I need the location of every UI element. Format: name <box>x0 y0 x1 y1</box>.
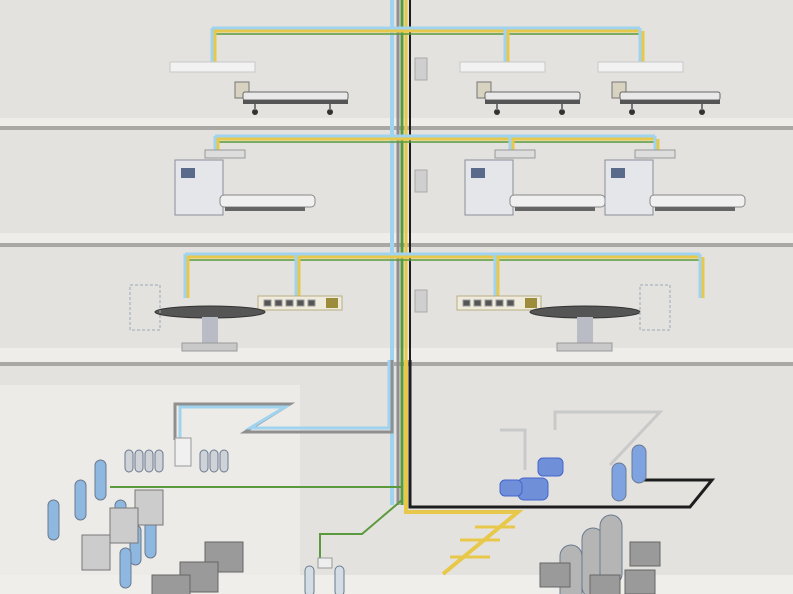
air-receiver-tank <box>74 479 87 521</box>
vacuum-piping <box>500 428 527 470</box>
air-receiver-tank <box>47 499 60 541</box>
gas-outlet <box>484 299 493 307</box>
or-pendant <box>129 284 161 331</box>
gas-outlet <box>506 299 515 307</box>
table-top <box>529 305 641 319</box>
monitor-screen <box>611 168 625 178</box>
icu-bed <box>649 194 746 208</box>
compressed-air-pipe <box>404 360 524 576</box>
icu-bed <box>219 194 316 208</box>
gas-cylinder <box>154 449 164 473</box>
table-column <box>577 317 593 345</box>
bed-wheel <box>699 109 705 115</box>
icu-bed-frame <box>655 207 735 211</box>
table-top <box>154 305 266 319</box>
vacuum-piping <box>553 410 664 467</box>
icu-bed-frame <box>515 207 595 211</box>
gas-outlet <box>462 299 471 307</box>
pendant-arm <box>634 149 676 159</box>
bed-frame <box>243 100 348 104</box>
zone-valve-box <box>414 57 428 81</box>
bed-frame <box>620 100 720 104</box>
gas-cylinder <box>209 449 219 473</box>
hospital-bed <box>476 81 581 115</box>
operating-table <box>529 305 641 352</box>
gas-outlet <box>274 299 283 307</box>
gas-outlet-panel <box>257 295 343 311</box>
air-compressor <box>624 569 656 594</box>
table-base <box>181 342 238 352</box>
icu-pendant-station <box>464 149 606 216</box>
bed-head-unit <box>169 61 256 73</box>
table-column <box>202 317 218 345</box>
air-receiver-tank <box>119 547 132 589</box>
table-base <box>556 342 613 352</box>
gas-outlet <box>473 299 482 307</box>
pendant-arm <box>204 149 246 159</box>
bed-wheel <box>559 109 565 115</box>
air-dryer <box>134 489 164 526</box>
gas-outlet <box>495 299 504 307</box>
gas-cylinder <box>124 449 134 473</box>
icu-pendant-station <box>174 149 316 216</box>
icu-bed <box>509 194 606 208</box>
gas-outlet <box>296 299 305 307</box>
air-receiver-tank <box>94 459 107 501</box>
bed-mattress <box>242 91 349 101</box>
air-dryer <box>81 534 111 571</box>
gas-outlet <box>307 299 316 307</box>
air-compressor <box>151 574 191 594</box>
gas-cylinder <box>144 449 154 473</box>
gas-outlet <box>285 299 294 307</box>
monitor-screen <box>181 168 195 178</box>
regulator-box <box>317 557 333 569</box>
air-compressor <box>589 574 621 594</box>
bed-head-unit <box>597 61 684 73</box>
monitor-screen <box>471 168 485 178</box>
gas-cylinder <box>199 449 209 473</box>
oxygen-supply-pipe <box>178 360 391 440</box>
gas-outlet <box>263 299 272 307</box>
icu-pendant-station <box>604 149 746 216</box>
power-socket <box>326 298 338 308</box>
vacuum-exhaust-pipe <box>408 360 716 509</box>
bed-mattress <box>484 91 581 101</box>
vacuum-pump <box>499 479 523 497</box>
bed-wheel <box>629 109 635 115</box>
air-compressor <box>629 541 661 567</box>
vacuum-receiver-tank <box>611 462 627 502</box>
ground-strip <box>0 575 793 594</box>
air-dryer <box>109 507 139 544</box>
vacuum-pump <box>537 457 564 477</box>
bed-frame <box>485 100 580 104</box>
power-socket <box>525 298 537 308</box>
hospital-bed <box>611 81 721 115</box>
bed-wheel <box>494 109 500 115</box>
cylinder <box>304 565 315 594</box>
or-pendant <box>639 284 671 331</box>
operating-table <box>154 305 266 352</box>
bed-wheel <box>252 109 258 115</box>
bed-head-unit <box>459 61 546 73</box>
pendant-arm <box>494 149 536 159</box>
gas-cylinder <box>134 449 144 473</box>
zone-valve-box <box>414 289 428 313</box>
gas-cylinder <box>219 449 229 473</box>
hospital-bed <box>234 81 349 115</box>
cylinder <box>334 565 345 594</box>
air-compressor <box>539 562 571 588</box>
bed-mattress <box>619 91 721 101</box>
gas-outlet-panel <box>456 295 542 311</box>
bed-wheel <box>327 109 333 115</box>
zone-valve-box <box>414 169 428 193</box>
air-branch-pipe <box>319 487 403 560</box>
oxygen-manifold-panel <box>174 437 192 467</box>
vacuum-receiver-tank <box>631 444 647 484</box>
icu-bed-frame <box>225 207 305 211</box>
